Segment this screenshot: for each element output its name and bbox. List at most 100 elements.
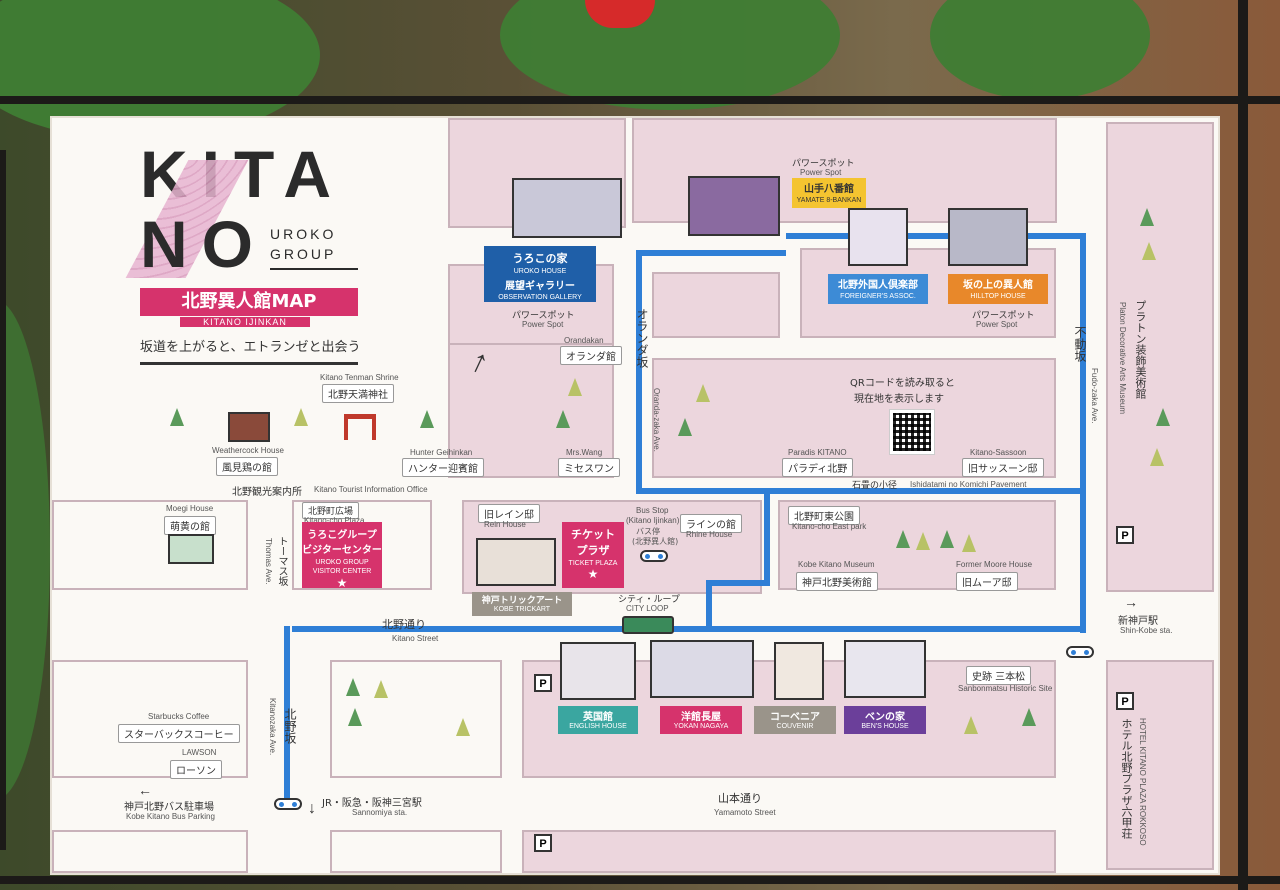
- sannomiya-label[interactable]: JR・阪急・阪神三宮駅: [322, 798, 422, 809]
- couvenir-illustration: [774, 642, 824, 700]
- tree-icon: [556, 410, 570, 428]
- orandakan-label[interactable]: オランダ館: [560, 346, 622, 365]
- yamate-badge[interactable]: 山手八番館 YAMATE 8-BANKAN: [792, 178, 866, 208]
- hilltop-badge[interactable]: 坂の上の異人館 HILLTOP HOUSE: [948, 274, 1048, 304]
- block-gallery: [652, 272, 780, 338]
- sassoon-label[interactable]: 旧サッスーン邸: [962, 458, 1044, 477]
- route-mid-v3: [706, 580, 712, 626]
- map-subtitle: KITANO IJINKAN: [180, 317, 310, 327]
- tenman-label[interactable]: 北野天満神社: [322, 384, 394, 403]
- foreigners-illustration: [848, 208, 908, 266]
- route-kitanozaka: [284, 626, 290, 804]
- hunter-label[interactable]: ハンター迎賓館: [402, 458, 484, 477]
- couvenir-en: COUVENIR: [776, 723, 814, 730]
- hotel-label[interactable]: ホテル北野プラザ六甲荘: [1120, 718, 1133, 839]
- block-moegi: [52, 500, 248, 590]
- trickart-badge[interactable]: 神戸トリックアート KOBE TRICKART: [472, 592, 572, 616]
- tree-icon: [940, 530, 954, 548]
- bus-stop-icon[interactable]: [640, 550, 668, 562]
- fence-post-right: [1238, 0, 1248, 890]
- bens-illustration: [844, 640, 926, 698]
- city-loop-stop-icon: [1066, 646, 1094, 658]
- fence-post-left: [0, 150, 6, 850]
- block-south: [522, 830, 1056, 873]
- street-kitanozaka-en: Kitanozaka Ave.: [268, 698, 277, 756]
- english-jp: 英国館: [583, 712, 613, 723]
- moore-label[interactable]: 旧ムーア邸: [956, 572, 1018, 591]
- tree-icon: [348, 708, 362, 726]
- visitor-center-badge[interactable]: うろこグループ ビジターセンター UROKO GROUP VISITOR CEN…: [302, 522, 382, 590]
- lawson-label[interactable]: ローソン: [170, 760, 222, 779]
- block-south-mid: [330, 830, 502, 873]
- fence-rail-bottom: [0, 876, 1280, 884]
- rein-label[interactable]: 旧レイン邸: [478, 504, 540, 523]
- moegi-illustration: [168, 534, 214, 564]
- museum-label[interactable]: 神戸北野美術館: [796, 572, 878, 591]
- yamate-jp: 山手八番館: [804, 184, 854, 195]
- tree-icon: [456, 718, 470, 736]
- qr-code[interactable]: [889, 409, 935, 455]
- weathercock-label[interactable]: 風見鶏の館: [216, 457, 278, 476]
- visitor-jp1: うろこグループ: [307, 530, 377, 541]
- bens-badge[interactable]: ベンの家 BEN'S HOUSE: [844, 706, 926, 734]
- eastpark-label[interactable]: 北野町東公園: [788, 506, 860, 525]
- tree-icon: [678, 418, 692, 436]
- rhine-label[interactable]: ラインの館: [680, 514, 742, 533]
- wang-label[interactable]: ミセスワン: [558, 458, 620, 477]
- block-tenman: [148, 394, 428, 478]
- logo-underline: [270, 268, 358, 270]
- logo-group-2: GROUP: [270, 246, 337, 262]
- power-spot-yamate: パワースポット: [792, 159, 855, 169]
- tree-icon: [420, 410, 434, 428]
- tourist-info-label[interactable]: 北野観光案内所: [232, 487, 302, 498]
- english-house-illustration: [560, 642, 636, 700]
- hilltop-jp: 坂の上の異人館: [963, 280, 1033, 291]
- tree-icon: [964, 716, 978, 734]
- ticket-jp2: プラザ: [576, 544, 610, 557]
- paradis-en: Paradis KITANO: [788, 448, 847, 457]
- tree-icon: [1142, 242, 1156, 260]
- starbucks-label[interactable]: スターバックスコーヒー: [118, 724, 240, 743]
- plaza-label[interactable]: 北野町広場: [302, 502, 360, 519]
- tourist-info-en: Kitano Tourist Information Office: [314, 485, 428, 494]
- route-fudo-v: [1080, 233, 1086, 633]
- map-title: 北野異人館MAP: [140, 288, 358, 316]
- qr-text-2: 現在地を表示します: [854, 394, 944, 405]
- yamate-illustration: [688, 176, 780, 236]
- foreigners-badge[interactable]: 北野外国人倶楽部 FOREIGNER'S ASSOC.: [828, 274, 928, 304]
- bens-jp: ベンの家: [865, 712, 905, 723]
- paradis-label[interactable]: パラディ北野: [782, 458, 854, 477]
- moegi-label[interactable]: 萌黄の館: [164, 516, 216, 535]
- uroko-house-badge[interactable]: うろこの家 UROKO HOUSE 展望ギャラリー OBSERVATION GA…: [484, 246, 596, 302]
- plato-label[interactable]: プラトン装飾美術館: [1134, 300, 1147, 399]
- gallery-en: OBSERVATION GALLERY: [498, 294, 582, 301]
- rhine-en: Rhine House: [686, 530, 733, 539]
- weathercock-illustration: [228, 412, 270, 442]
- street-fudo-en: Fudo-zaka Ave.: [1090, 368, 1099, 424]
- moore-en: Former Moore House: [956, 560, 1033, 569]
- starbucks-en: Starbucks Coffee: [148, 712, 210, 721]
- gallery-jp: 展望ギャラリー: [505, 281, 575, 292]
- couvenir-badge[interactable]: コーベニア COUVENIR: [754, 706, 836, 734]
- bus-parking-label[interactable]: 神戸北野バス駐車場: [124, 802, 214, 813]
- shinkobe-label[interactable]: 新神戸駅: [1118, 616, 1158, 627]
- city-loop-label: シティ・ループ: [618, 595, 680, 605]
- logo-group-1: UROKO: [270, 226, 337, 242]
- tagline: 坂道を上がると、エトランゼと出会う: [140, 340, 361, 355]
- foreigners-en: FOREIGNER'S ASSOC.: [840, 293, 916, 300]
- street-yamamoto: 山本通り: [718, 792, 762, 805]
- couvenir-jp: コーベニア: [770, 712, 820, 723]
- yokan-badge[interactable]: 洋館長屋 YOKAN NAGAYA: [660, 706, 742, 734]
- power-spot-uroko-en: Power Spot: [522, 320, 564, 329]
- ticket-en: TICKET PLAZA: [568, 560, 618, 567]
- street-thomas-en: Thomas Ave.: [264, 538, 273, 585]
- sannomiya-en: Sannomiya sta.: [352, 808, 408, 817]
- tree-icon: [568, 378, 582, 396]
- uroko-jp: うろこの家: [512, 252, 568, 265]
- english-badge[interactable]: 英国館 ENGLISH HOUSE: [558, 706, 638, 734]
- rein-en: Rein House: [484, 520, 526, 529]
- sanbonmatsu-label[interactable]: 史跡 三本松: [966, 666, 1032, 685]
- hilltop-illustration: [948, 208, 1028, 266]
- ticket-plaza-badge[interactable]: チケット プラザ TICKET PLAZA ★: [562, 522, 624, 588]
- block-sw: [52, 830, 248, 873]
